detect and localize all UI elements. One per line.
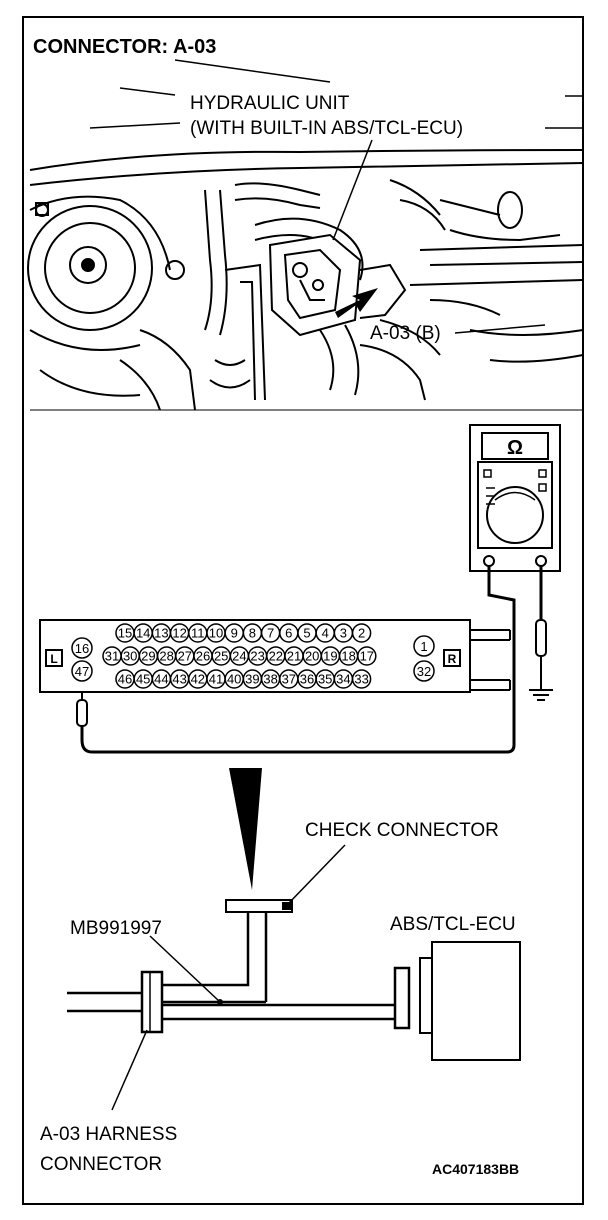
- pin-9: 9: [231, 626, 238, 641]
- pin-45: 45: [136, 672, 150, 687]
- pin-32: 32: [417, 664, 431, 679]
- figure-frame: [22, 16, 584, 1205]
- pin-39: 39: [245, 672, 259, 687]
- pin-35: 35: [318, 672, 332, 687]
- right-marker-box: [443, 649, 461, 667]
- test-probe: [76, 699, 88, 727]
- tool-leader: [149, 935, 221, 1003]
- ecu-box: [431, 941, 521, 1061]
- pin-12: 12: [172, 626, 186, 641]
- meter-dial: [486, 486, 544, 544]
- pin-7: 7: [267, 626, 274, 641]
- pin-37: 37: [282, 672, 296, 687]
- pin-26: 26: [196, 649, 210, 664]
- pin-42: 42: [191, 672, 205, 687]
- pin-1: 1: [420, 639, 427, 654]
- left-marker: L: [50, 652, 57, 666]
- harness-connector-leader: [111, 1029, 148, 1111]
- connector-ref-label: A-03 (B): [370, 323, 441, 344]
- pin-46: 46: [118, 672, 132, 687]
- pin-30: 30: [123, 649, 137, 664]
- pin-43: 43: [172, 672, 186, 687]
- pin-23: 23: [250, 649, 264, 664]
- figure-title: CONNECTOR: A-03: [33, 36, 216, 58]
- pin-outline-33: [351, 669, 372, 689]
- figure-code: AC407183BB: [432, 1161, 519, 1177]
- pin-16: 16: [75, 641, 89, 656]
- harness-connector-sublabel: CONNECTOR: [40, 1154, 162, 1175]
- mb991997-harness: [162, 912, 395, 1021]
- pin-6: 6: [285, 626, 292, 641]
- hydraulic-unit-sublabel: (WITH BUILT-IN ABS/TCL-ECU): [190, 118, 463, 139]
- pin-11: 11: [191, 626, 205, 641]
- pin-25: 25: [214, 649, 228, 664]
- a03-harness-connector: [140, 970, 164, 1034]
- pin-outline-2: [351, 623, 372, 643]
- engine-bay-illustration: [27, 59, 584, 411]
- hydraulic-unit-leader: [332, 139, 373, 241]
- direction-wedge: [229, 768, 262, 890]
- pin-3: 3: [340, 626, 347, 641]
- pin-31: 31: [105, 649, 119, 664]
- connector-pointer-arrow: [335, 288, 378, 318]
- check-connector-leader: [287, 844, 346, 905]
- connector-ref-leader: [454, 324, 546, 334]
- pin-21: 21: [287, 649, 301, 664]
- left-marker-box: [45, 649, 63, 667]
- right-marker: R: [448, 652, 457, 666]
- meter-display: [481, 432, 549, 460]
- ground-probe: [535, 619, 547, 657]
- pin-47: 47: [75, 664, 89, 679]
- pin-2: 2: [358, 626, 365, 641]
- ecu-label: ABS/TCL-ECU: [390, 914, 516, 935]
- pin-4: 4: [322, 626, 329, 641]
- pin-14: 14: [136, 626, 150, 641]
- pin-20: 20: [305, 649, 319, 664]
- pin-27: 27: [178, 649, 192, 664]
- pin-13: 13: [154, 626, 168, 641]
- pin-24: 24: [232, 649, 246, 664]
- pin-34: 34: [336, 672, 350, 687]
- pin-29: 29: [141, 649, 155, 664]
- pin-44: 44: [154, 672, 168, 687]
- meter-terminal-right: [535, 555, 547, 567]
- ground-symbol: [529, 689, 553, 701]
- pin-15: 15: [118, 626, 132, 641]
- tool-label: MB991997: [70, 918, 162, 939]
- harness-connector-label: A-03 HARNESS: [40, 1124, 177, 1145]
- pin-38: 38: [263, 672, 277, 687]
- pin-5: 5: [303, 626, 310, 641]
- pin-17: 17: [360, 649, 374, 664]
- test-lead: [80, 566, 516, 754]
- check-connector-label: CHECK CONNECTOR: [305, 820, 499, 841]
- pin-22: 22: [269, 649, 283, 664]
- hydraulic-unit-label: HYDRAULIC UNIT: [190, 93, 350, 114]
- ohm-symbol: Ω: [507, 437, 523, 459]
- pin-28: 28: [159, 649, 173, 664]
- pin-36: 36: [300, 672, 314, 687]
- pin-33: 33: [354, 672, 368, 687]
- ecu-side-connector: [393, 966, 411, 1030]
- pin-8: 8: [249, 626, 256, 641]
- pin-18: 18: [341, 649, 355, 664]
- pin-40: 40: [227, 672, 241, 687]
- pin-10: 10: [209, 626, 223, 641]
- pin-outline-17: [357, 646, 377, 666]
- pin-19: 19: [323, 649, 337, 664]
- meter-terminal-left: [483, 555, 495, 567]
- pin-41: 41: [209, 672, 223, 687]
- ohmmeter: Ω: [469, 424, 561, 572]
